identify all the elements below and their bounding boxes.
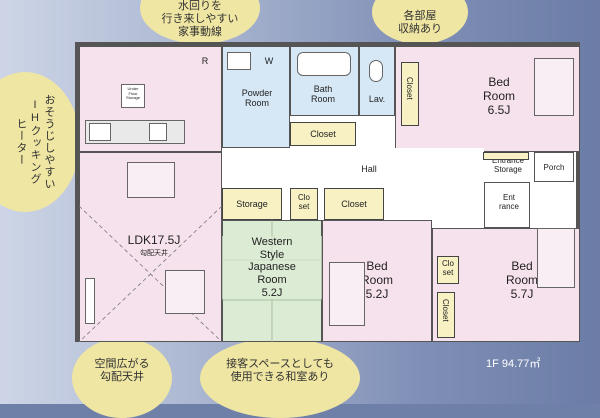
closet-hall: Closet [324,188,384,220]
storage: Storage [222,188,282,220]
ih-cooktop-icon [89,123,111,141]
entrance-storage-label: Entrance Storage [491,156,525,175]
bed3-bed [537,228,575,288]
refrigerator-label: R [201,56,209,66]
dining-table [127,162,175,198]
shoe-cabinet [483,152,529,160]
closet-bed1: Closet [401,62,419,126]
western-japanese-room-label: Western Style Japanese Room 5.2J [222,236,322,300]
closet-hall-label: Closet [341,199,367,209]
callout-ceiling-text: 空間広がる 勾配天井 [94,358,150,383]
callout-ih-heater-text: おそうじしやすい IHクッキング ヒーター [15,94,55,190]
bed-room-1-label: Bed Room 6.5J [482,75,515,117]
bathtub-icon [297,52,351,76]
washer-label: W [264,56,274,66]
powder-room-label: Powder Room [241,88,273,109]
closet-bed3b-label: Closet [441,299,451,322]
porch: Porch [534,152,574,182]
callout-japanese-room-text: 接客スペースとしても 使用できる和室あり [226,358,334,383]
underfloor-storage: Under Floor Storage [121,84,145,108]
floor-plan: Under Floor Storage R LDK17.5J 勾配天井 W Po… [75,42,580,342]
bed-room-2-label: Bed Room 5.2J [360,259,393,301]
floor-area: 1F 94.77㎡ [486,358,541,370]
ldk-label: LDK17.5J [127,233,181,247]
closet-bed1-label: Closet [405,77,415,100]
closet-bed3a-label: Clo set [441,259,454,278]
hall [222,148,484,184]
lavatory-label: Lav. [368,94,386,104]
washbasin-icon [227,52,251,70]
bath-room-label: Bath Room [310,84,335,105]
porch-label: Porch [543,163,565,172]
closet-bed3a: Clo set [437,256,459,284]
underfloor-storage-label: Under Floor Storage [125,86,140,101]
sofa [165,270,205,314]
storage-label: Storage [236,199,268,209]
toilet-icon [369,60,383,82]
bed2-bed [329,262,365,326]
callout-storage-text: 各部屋 収納あり [398,10,442,35]
bed1-bed [534,58,574,116]
callout-kitchen-flow-text: 水回りを 行き来しやすい 家事動線 [161,0,239,38]
entrance: Ent rance [484,182,530,228]
vaulted-ceiling-label: 勾配天井 [140,250,168,257]
callout-ceiling: 空間広がる 勾配天井 [72,338,172,418]
hall-label: Hall [361,164,377,174]
entrance-label: Ent rance [498,193,519,212]
callout-japanese-room: 接客スペースとしても 使用できる和室あり [200,338,360,418]
bed-room-3-label: Bed Room 5.7J [505,259,538,301]
vaulted-ceiling-lines [79,206,222,342]
closet-mid-label: Clo set [297,193,310,212]
sink-icon [149,123,167,141]
tv-board [85,278,95,324]
closet-bed3b: Closet [437,292,455,338]
closet-mid: Clo set [290,188,318,220]
closet-top: Closet [290,122,356,146]
closet-top-label: Closet [310,129,336,139]
